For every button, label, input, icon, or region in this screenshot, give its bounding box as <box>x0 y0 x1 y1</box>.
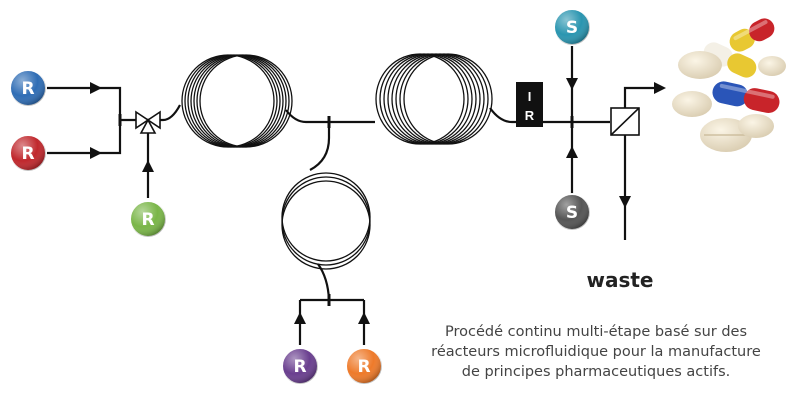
reagent-label: R <box>357 357 370 377</box>
solvent-label: S <box>566 203 578 223</box>
solvent-label: S <box>566 18 578 38</box>
reagent-label: R <box>21 144 34 164</box>
caption: Procédé continu multi-étape basé sur des… <box>398 322 794 382</box>
coil-reactor-icon <box>181 53 493 270</box>
back-pressure-regulator-icon <box>610 107 640 136</box>
waste-label: waste <box>586 268 653 292</box>
reagent-label: R <box>141 210 154 230</box>
coil-reactor-3 <box>281 172 371 270</box>
ir-label-line1: I <box>528 89 532 104</box>
arrows <box>90 78 666 324</box>
arrow-icon <box>90 82 102 94</box>
junction-ticks <box>118 114 574 306</box>
reagent-node-blue: R <box>9 69 47 107</box>
arrow-icon <box>619 196 631 208</box>
arrow-icon <box>566 146 578 158</box>
caption-line-3: de principes pharmaceutiques actifs. <box>461 364 731 380</box>
caption-line-1: Procédé continu multi-étape basé sur des <box>444 324 748 340</box>
solvent-node-top: S <box>553 8 591 46</box>
coil-reactor-1 <box>181 54 293 148</box>
inlet-merge-line <box>46 86 122 155</box>
ir-analyzer: I R <box>516 82 543 127</box>
reagent-label: R <box>293 357 306 377</box>
valve-to-coil1 <box>162 104 181 122</box>
arrow-icon <box>566 78 578 90</box>
arrow-icon <box>142 160 154 172</box>
ir-label-line2: R <box>525 108 535 123</box>
arrow-icon <box>90 147 102 159</box>
reagent-node-red: R <box>9 134 47 172</box>
reagent-label: R <box>21 79 34 99</box>
solvent-node-bottom: S <box>553 193 591 231</box>
junction-to-lower-coil <box>309 122 331 171</box>
coil2-to-ir <box>489 107 516 124</box>
pills-icon <box>672 18 786 152</box>
arrow-icon <box>358 312 370 324</box>
caption-line-2: réacteurs microfluidique pour la manufac… <box>431 344 761 360</box>
nodes: R R R R R S S <box>9 8 591 385</box>
reagent-node-green: R <box>129 200 167 238</box>
reagent-node-purple: R <box>281 347 319 385</box>
arrow-icon <box>654 82 666 94</box>
valve-icon <box>135 110 161 134</box>
coil-reactor-2 <box>375 53 493 145</box>
arrow-icon <box>294 312 306 324</box>
product-outlet <box>623 86 662 108</box>
reagent-node-orange: R <box>345 347 383 385</box>
